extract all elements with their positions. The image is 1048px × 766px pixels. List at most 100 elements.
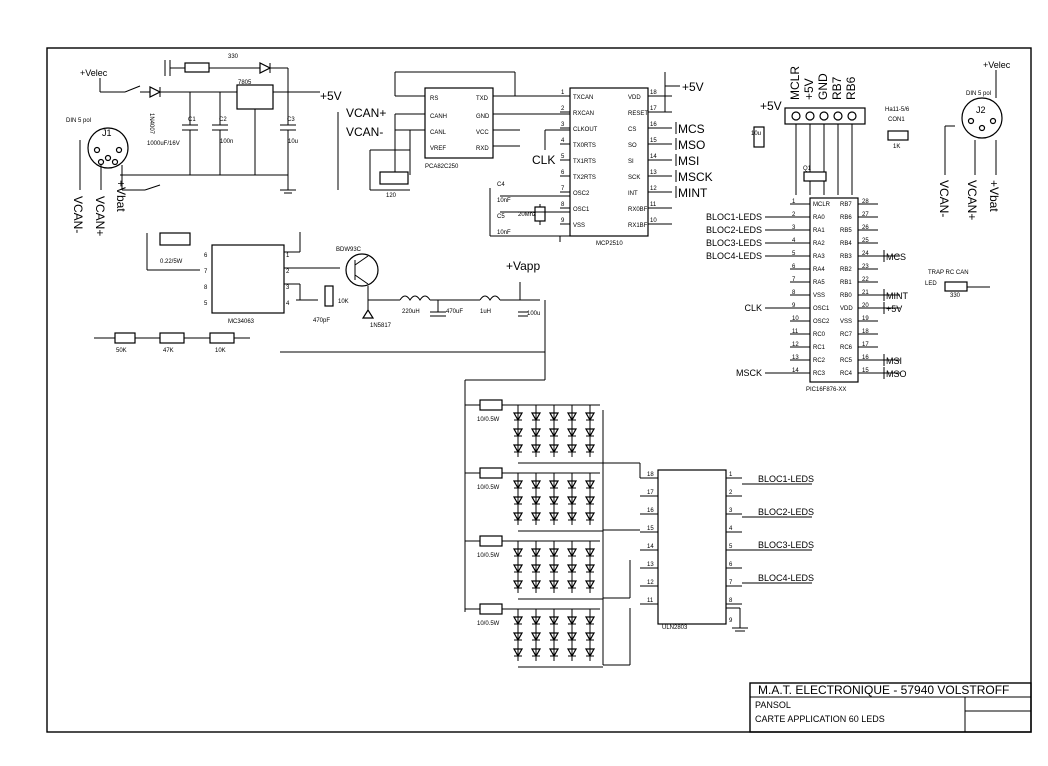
- company-name: M.A.T. ELECTRONIQUE - 57940 VOLSTROFF: [758, 683, 1009, 697]
- r1k-label: 1K: [893, 144, 900, 150]
- mcp-net-label: MSI: [678, 154, 699, 168]
- can-transceiver: VCAN+ VCAN- PCA82C250 RS CANH CANL VREF …: [337, 71, 570, 199]
- transistor-bdw93c: [345, 253, 379, 287]
- board-description: CARTE APPLICATION 60 LEDS: [755, 714, 885, 724]
- mcp-pin-num: 3: [561, 122, 565, 128]
- svg-text:2: 2: [286, 269, 290, 275]
- crystal-20mhz: [534, 206, 546, 222]
- j2-pin-vbat: +Vbat: [987, 180, 1001, 212]
- pic-pin-name: RB7: [840, 202, 852, 208]
- velec-label-j2: +Velec: [983, 60, 1011, 70]
- j2-circle: [961, 97, 1003, 139]
- uln2803-chip: [657, 469, 727, 625]
- schottky-label: 1N5817: [370, 323, 392, 329]
- inductor2-label: 1uH: [480, 309, 491, 315]
- uln-gnd-pin: 9: [729, 618, 733, 624]
- pic-pin-num: 22: [862, 277, 869, 283]
- svg-text:VREF: VREF: [430, 146, 446, 152]
- mcp-net-label: MSO: [678, 138, 705, 152]
- uln-pin-num: 4: [729, 526, 733, 532]
- pic-pin-num: 20: [862, 303, 869, 309]
- mcp2510-pins: 1TXCAN2RXCAN3CLKOUT4TX0RTS5TX1RTS6TX2RTS…: [560, 90, 713, 229]
- mcp-pin-name: CLKOUT: [573, 127, 598, 133]
- r10k-base: [324, 285, 334, 307]
- mcp-pin-name: TXCAN: [573, 95, 593, 101]
- pic-pin-name: RC0: [813, 332, 826, 338]
- pic-pin-num: 23: [862, 264, 869, 270]
- uln-pin-num: 5: [729, 544, 733, 550]
- pic-net-label: BLOC3-LEDS: [706, 238, 762, 248]
- reset-cap: [753, 126, 765, 148]
- pic-label: PIC16F876-XX: [806, 387, 846, 393]
- uln-input-label: BLOC1-LEDS: [758, 474, 814, 484]
- pic-pin-name: RB6: [840, 215, 852, 221]
- mcp-pin-num: 12: [650, 186, 657, 192]
- mcp-pin-name: OSC1: [573, 207, 590, 213]
- mcp-pin-num: 8: [561, 202, 565, 208]
- icsp-pin: [791, 111, 801, 121]
- mcp-pin-name: TX0RTS: [573, 143, 596, 149]
- j1-pin-vcan-minus: VCAN-: [71, 196, 85, 233]
- mcp-pin-name: SI: [628, 159, 634, 165]
- svg-text:1: 1: [286, 253, 290, 259]
- pic-pin-name: OSC2: [813, 319, 830, 325]
- regulator-label: 7805: [238, 80, 252, 86]
- connector-j2: +Velec DIN 5 pol J2 VCAN- VCAN+ +Vbat: [937, 60, 1011, 220]
- mcp-pin-num: 4: [561, 138, 565, 144]
- uln2803-section: ULN2803: [603, 462, 748, 666]
- uln-pin-num: 2: [729, 490, 733, 496]
- diode-1n4007: [149, 86, 162, 98]
- svg-text:8: 8: [204, 285, 208, 291]
- mcp-pin-name: TX1RTS: [573, 159, 596, 165]
- pic-net-label: BLOC4-LEDS: [706, 251, 762, 261]
- led-resistor: [479, 535, 503, 547]
- cap-out2-label: 100u: [527, 311, 540, 317]
- led-resistor-label: 10/0.5W: [477, 485, 500, 491]
- uln-input-label: BLOC2-LEDS: [758, 507, 814, 517]
- mcp-pin-name: OSC2: [573, 191, 590, 197]
- transistor-label: BDW93C: [336, 247, 362, 253]
- mcp-pin-num: 11: [650, 202, 657, 208]
- pic-pin-num: 26: [862, 225, 869, 231]
- svg-text:3: 3: [286, 285, 290, 291]
- can-term-resistor: [379, 171, 409, 185]
- vcc-label-icsp: +5V: [760, 99, 782, 113]
- icsp-connector: Ha11-5/6 CON1 +5V: [760, 99, 910, 125]
- cap-out-label: 470uF: [446, 309, 463, 315]
- pic-pin-num: 17: [862, 342, 869, 348]
- c4-ref: C4: [497, 182, 505, 188]
- pic-pin-num: 13: [792, 355, 799, 361]
- mcp2510-chip: [569, 87, 649, 237]
- uln-pin-num: 16: [647, 508, 654, 514]
- pic-pin-num: 2: [792, 212, 796, 218]
- pic-pin-name: RC4: [840, 371, 853, 377]
- uln-pin-num: 1: [729, 472, 733, 478]
- mcp-net-label: MSCK: [678, 170, 713, 184]
- led-resistor-label: 10/0.5W: [477, 553, 500, 559]
- mcp-pin-num: 2: [561, 106, 565, 112]
- inductor-label: 220uH: [402, 309, 420, 315]
- mcp2510-extras: +5V CLK 20Mhz C4 10nF C5 10nF: [489, 72, 704, 242]
- uln2803-label: ULN2803: [662, 625, 688, 631]
- vcan-plus-label: VCAN+: [346, 106, 386, 120]
- mcp-pin-num: 10: [650, 218, 657, 224]
- pic-net-label: MINT: [886, 291, 908, 301]
- pic-pin-num: 10: [792, 316, 799, 322]
- pic-pin-name: RB2: [840, 267, 852, 273]
- mcp-pin-name: VSS: [573, 223, 585, 229]
- pca82c250-chip: [424, 87, 494, 159]
- pic-pin-num: 12: [792, 342, 799, 348]
- clk-label-mcp: CLK: [532, 153, 555, 167]
- svg-text:GND: GND: [476, 114, 490, 120]
- pic-pin-name: RC1: [813, 345, 826, 351]
- pic-pin-num: 9: [792, 303, 796, 309]
- pic-pin-num: 27: [862, 212, 869, 218]
- pic-pin-num: 3: [792, 225, 796, 231]
- sheet-border: [46, 47, 1032, 733]
- mcp-pin-num: 14: [650, 154, 657, 160]
- mcp-pin-name: RX0BF: [628, 207, 648, 213]
- mcp-pin-num: 6: [561, 170, 565, 176]
